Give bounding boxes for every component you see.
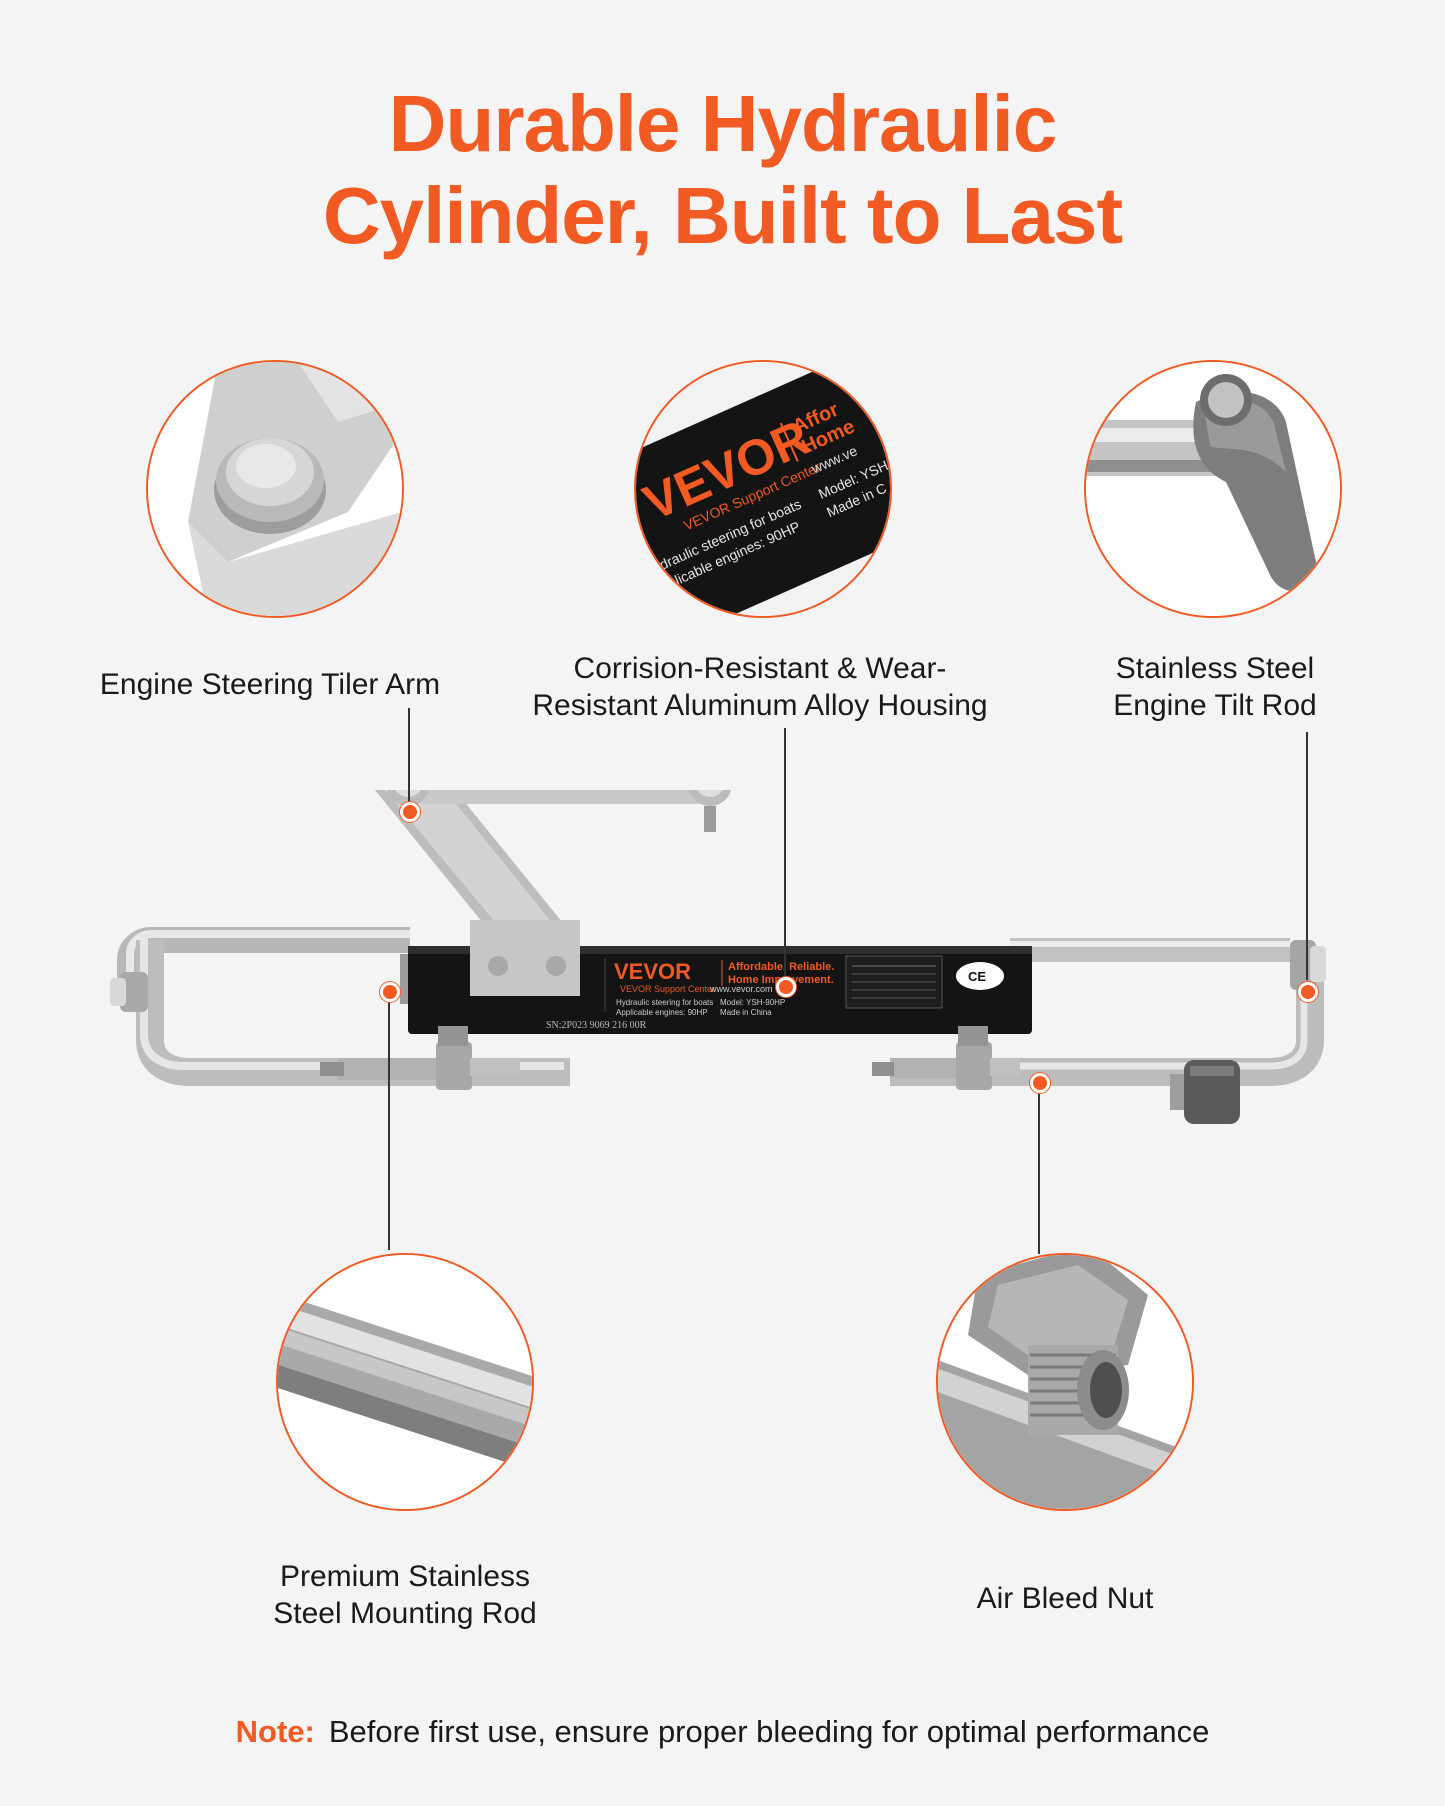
tilt-rod-image xyxy=(1086,362,1340,616)
tiller-arm-closeup xyxy=(146,360,404,618)
cylinder-model: Model: YSH-90HP xyxy=(720,998,785,1007)
cylinder-line-2: Applicable engines: 90HP xyxy=(616,1008,708,1017)
housing-label-image: VEVOR Affor Home VEVOR Support Center ww… xyxy=(636,362,890,616)
cylinder-serial: SN:2P023 9069 216 00R xyxy=(546,1020,647,1031)
note-text: Before first use, ensure proper bleeding… xyxy=(328,1714,1210,1749)
mounting-rod-closeup xyxy=(276,1253,534,1511)
cylinder-url: www.vevor.com xyxy=(709,984,773,994)
tilt-rod-label: Stainless Steel Engine Tilt Rod xyxy=(1075,650,1355,724)
bleed-nut-marker xyxy=(1030,1073,1050,1093)
mounting-rod-label-line-1: Premium Stainless xyxy=(279,1560,531,1593)
cylinder-brand: VEVOR xyxy=(614,959,691,984)
tiller-arm-image xyxy=(148,362,402,616)
mounting-rod-leader xyxy=(388,994,390,1250)
mounting-rod-label-line-2: Steel Mounting Rod xyxy=(273,1597,537,1630)
bleed-nut-closeup xyxy=(936,1253,1194,1511)
title-line-2: Cylinder, Built to Last xyxy=(322,171,1123,260)
cylinder-made: Made in China xyxy=(720,1008,772,1017)
cylinder-tagline-1: Affordable. Reliable. xyxy=(728,961,834,973)
cylinder-assembly-image: VEVOR VEVOR Support Center www.vevor.com… xyxy=(110,762,1326,1124)
mounting-rod-label: Premium Stainless Steel Mounting Rod xyxy=(220,1558,590,1632)
usage-note: Note: Before first use, ensure proper ble… xyxy=(0,1714,1445,1750)
ce-mark: CE xyxy=(968,969,986,984)
tiller-arm-leader xyxy=(408,708,410,804)
bleed-nut-leader xyxy=(1038,1082,1040,1254)
tilt-rod-label-line-2: Engine Tilt Rod xyxy=(1113,689,1317,722)
housing-label-line-2: Resistant Aluminum Alloy Housing xyxy=(532,689,988,722)
hydraulic-cylinder-product: VEVOR VEVOR Support Center www.vevor.com… xyxy=(110,762,1350,1170)
note-key: Note: xyxy=(235,1714,315,1749)
bleed-nut-label: Air Bleed Nut xyxy=(976,1582,1154,1615)
page-title: Durable Hydraulic Cylinder, Built to Las… xyxy=(0,78,1445,262)
tiller-arm-label: Engine Steering Tiler Arm xyxy=(99,668,441,701)
tiller-arm-marker xyxy=(400,802,420,822)
cylinder-line-1: Hydraulic steering for boats xyxy=(616,998,713,1007)
bleed-nut-image xyxy=(938,1255,1192,1509)
tilt-rod-marker xyxy=(1298,982,1318,1002)
housing-label: Corrision-Resistant & Wear- Resistant Al… xyxy=(500,650,1020,724)
housing-closeup: VEVOR Affor Home VEVOR Support Center ww… xyxy=(634,360,892,618)
tilt-rod-closeup xyxy=(1084,360,1342,618)
mounting-rod-marker xyxy=(380,982,400,1002)
housing-marker xyxy=(776,977,796,997)
tilt-rod-label-line-1: Stainless Steel xyxy=(1115,652,1315,685)
tilt-rod-leader xyxy=(1306,732,1308,980)
cylinder-support: VEVOR Support Center xyxy=(620,984,715,994)
housing-leader xyxy=(784,728,786,982)
mounting-rod-image xyxy=(278,1255,532,1509)
housing-label-line-1: Corrision-Resistant & Wear- xyxy=(573,652,947,685)
title-line-1: Durable Hydraulic xyxy=(388,79,1058,168)
